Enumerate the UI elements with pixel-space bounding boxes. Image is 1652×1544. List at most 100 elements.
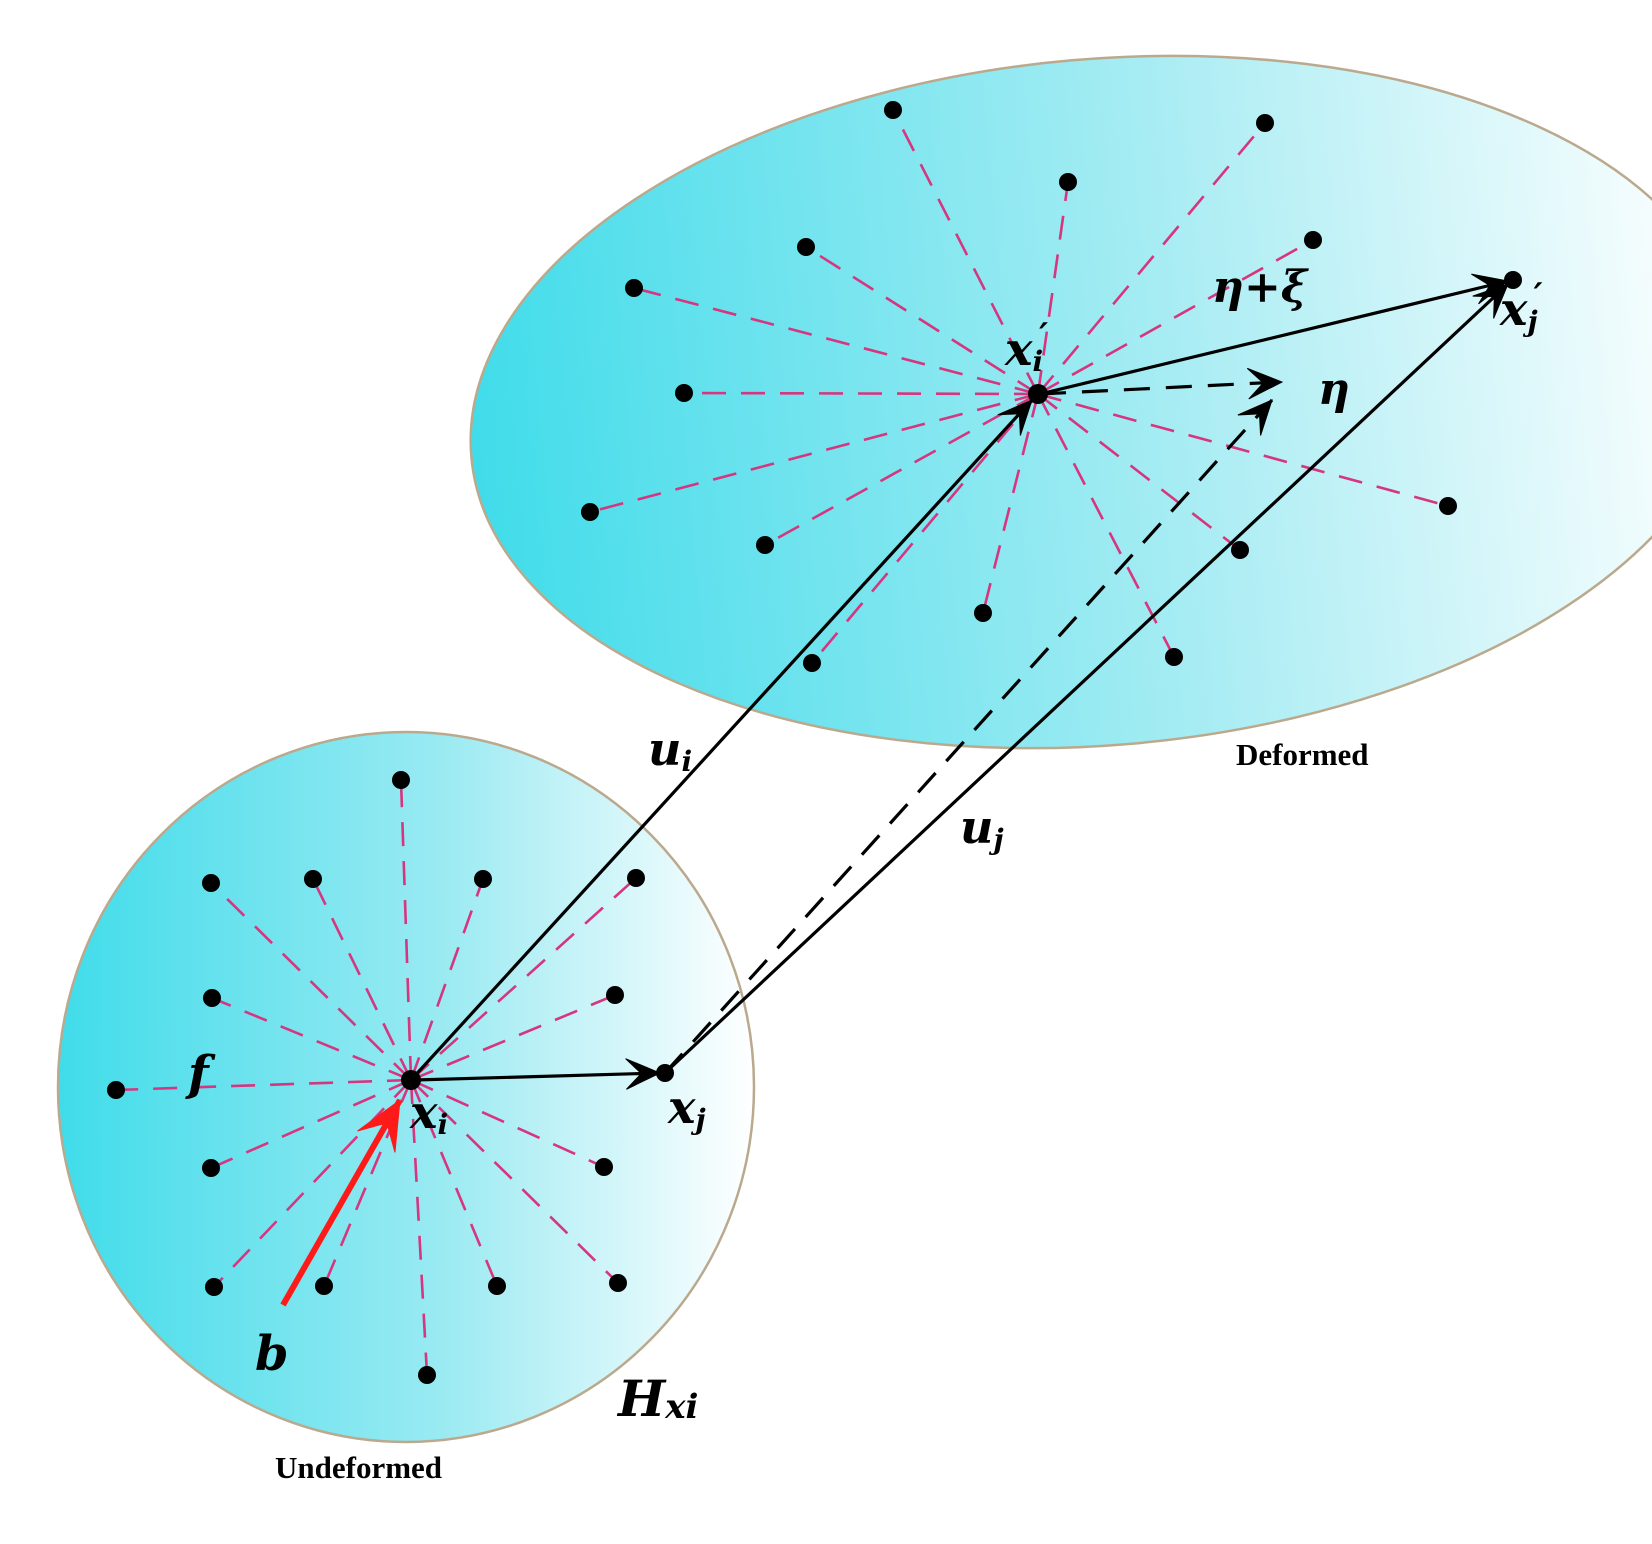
undeformed-particle bbox=[202, 1159, 220, 1177]
xi-prime-symbol: x bbox=[1004, 322, 1033, 376]
deformed-particle bbox=[1304, 231, 1322, 249]
deformed-bond bbox=[633, 286, 1039, 396]
ui-symbol: u bbox=[648, 722, 681, 776]
undeformed-bonds bbox=[115, 779, 637, 1376]
deformed-bond bbox=[1037, 122, 1266, 395]
deformed-bond bbox=[891, 109, 1040, 395]
label-ui: ui bbox=[648, 722, 692, 778]
label-deformed: Deformed bbox=[1236, 737, 1369, 772]
deformed-particle bbox=[974, 604, 992, 622]
undeformed-bond bbox=[211, 996, 412, 1082]
undeformed-particles bbox=[107, 771, 645, 1384]
deformed-bond bbox=[683, 391, 1039, 396]
deformed-particle bbox=[803, 654, 821, 672]
deformed-particle bbox=[1059, 173, 1077, 191]
uj-symbol: u bbox=[960, 800, 993, 854]
horizon-subscript: xi bbox=[664, 1387, 698, 1427]
undeformed-particle bbox=[205, 1278, 223, 1296]
xj-prime-symbol: x bbox=[1499, 282, 1528, 336]
label-eta-plus-xi: η+ξ bbox=[1212, 262, 1309, 313]
vector-xi-xj bbox=[414, 1071, 661, 1082]
vector-layer bbox=[280, 273, 1510, 1307]
deformed-particle bbox=[797, 238, 815, 256]
particle-xj-prime bbox=[1504, 271, 1522, 289]
undeformed-particle bbox=[202, 874, 220, 892]
label-horizon: Hxi bbox=[616, 1369, 698, 1428]
deformed-bond bbox=[805, 245, 1039, 396]
deformed-bond bbox=[1036, 181, 1070, 395]
label-eta: η bbox=[1318, 364, 1350, 415]
deformed-bonds bbox=[589, 109, 1449, 664]
deformed-particles bbox=[581, 101, 1457, 672]
label-xj-prime: xj′ bbox=[1499, 276, 1543, 338]
particle-xi bbox=[401, 1070, 421, 1090]
undeformed-particle bbox=[609, 1274, 627, 1292]
vector-ui bbox=[409, 398, 1034, 1082]
deformed-particle bbox=[1231, 541, 1249, 559]
undeformed-bond bbox=[213, 1079, 412, 1288]
ui-subscript: i bbox=[681, 745, 692, 778]
vector-uj-arrowhead bbox=[1472, 283, 1509, 319]
deformed-bond bbox=[811, 393, 1039, 664]
undeformed-particle bbox=[418, 1366, 436, 1384]
undeformed-bond bbox=[410, 877, 637, 1081]
vector-eta-plus-xi-arrowhead bbox=[1471, 273, 1510, 305]
xi-prime-subscript: i bbox=[1032, 345, 1043, 378]
deformed-particle bbox=[1439, 497, 1457, 515]
deformed-particle bbox=[581, 503, 599, 521]
vector-eta-translated bbox=[663, 398, 1274, 1075]
xj-symbol: x bbox=[667, 1080, 696, 1134]
deformed-particle bbox=[1165, 648, 1183, 666]
deformed-bond bbox=[1037, 238, 1314, 396]
undeformed-particle bbox=[203, 989, 221, 1007]
undeformed-particle bbox=[304, 870, 322, 888]
particle-xj bbox=[656, 1064, 674, 1082]
undeformed-bond bbox=[409, 878, 485, 1081]
deformed-particle bbox=[675, 384, 693, 402]
deformed-bond bbox=[1037, 392, 1449, 508]
xi-symbol: x bbox=[409, 1085, 438, 1139]
undeformed-bond bbox=[409, 1079, 429, 1376]
deformed-bond bbox=[1036, 393, 1176, 658]
undeformed-bond bbox=[115, 1078, 412, 1092]
label-xj: xj bbox=[667, 1080, 706, 1136]
undeformed-bond bbox=[410, 1078, 605, 1169]
vector-ui-arrowhead bbox=[997, 399, 1033, 436]
particle-xi-prime bbox=[1028, 384, 1048, 404]
horizon-symbol: H bbox=[616, 1369, 667, 1428]
undeformed-particle bbox=[315, 1277, 333, 1295]
undeformed-particle bbox=[627, 869, 645, 887]
label-undeformed: Undeformed bbox=[275, 1450, 442, 1485]
vector-xi-xj-arrowhead bbox=[625, 1058, 662, 1090]
label-uj: uj bbox=[960, 800, 1004, 856]
undeformed-particle bbox=[606, 986, 624, 1004]
undeformed-particle bbox=[474, 870, 492, 888]
undeformed-particle bbox=[392, 771, 410, 789]
deformed-bond bbox=[1037, 392, 1241, 552]
deformed-particle bbox=[625, 279, 643, 297]
label-body-force: b bbox=[255, 1326, 289, 1382]
vector-body-force-arrowhead bbox=[357, 1098, 401, 1153]
undeformed-particle bbox=[595, 1158, 613, 1176]
deformed-bond bbox=[764, 392, 1039, 547]
undeformed-particle bbox=[107, 1081, 125, 1099]
undeformed-bond bbox=[210, 882, 412, 1081]
label-xi: xi bbox=[409, 1085, 448, 1141]
vector-eta-plus-xi bbox=[1039, 279, 1509, 396]
deformed-region bbox=[469, 54, 1652, 750]
vector-uj bbox=[663, 282, 1510, 1075]
deformed-particle bbox=[884, 101, 902, 119]
vector-eta-translated-arrowhead bbox=[1237, 399, 1273, 436]
xj-prime-mark: ′ bbox=[1534, 276, 1543, 316]
xi-subscript: i bbox=[437, 1108, 448, 1141]
deformed-particle bbox=[756, 536, 774, 554]
xi-prime-mark: ′ bbox=[1039, 316, 1048, 356]
undeformed-bond bbox=[410, 1079, 619, 1284]
vector-body-force bbox=[280, 1098, 403, 1307]
vector-eta-arrowhead bbox=[1246, 367, 1284, 400]
undeformed-particle bbox=[488, 1277, 506, 1295]
label-xi-prime: xi′ bbox=[1004, 316, 1048, 378]
undeformed-bond bbox=[399, 779, 413, 1081]
deformed-particle bbox=[1256, 114, 1274, 132]
